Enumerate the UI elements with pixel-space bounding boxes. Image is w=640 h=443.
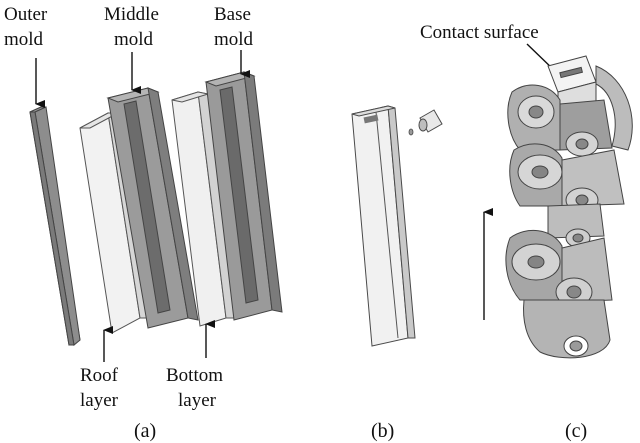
outer-mold-label-line1: Outer — [4, 4, 48, 25]
roof-layer-label-line1: Roof — [80, 365, 119, 386]
molded-finger-body — [351, 105, 416, 347]
outer-mold-label-line2: mold — [4, 29, 44, 50]
contact-surface-label: Contact surface — [420, 22, 539, 43]
middle-mold-part — [106, 87, 199, 329]
panel-b: (b) — [351, 105, 443, 442]
finger-assembly — [505, 55, 633, 359]
panel-c: Contact surface — [420, 22, 633, 442]
bottom-layer-label-line1: Bottom — [166, 365, 223, 386]
panel-a: Outer mold Middle mold Base mold Roof la… — [4, 4, 283, 442]
base-mold-label-line1: Base — [214, 4, 251, 25]
base-mold-label-line2: mold — [214, 29, 254, 50]
bottom-layer-label-line2: layer — [178, 390, 217, 411]
inlet-plug — [408, 109, 443, 136]
roof-layer-label-line2: layer — [80, 390, 119, 411]
middle-mold-label-line1: Middle — [104, 4, 159, 25]
middle-mold-label-line2: mold — [114, 29, 154, 50]
caption-b: (b) — [371, 420, 394, 442]
bottom-layer-part — [171, 91, 237, 327]
outer-mold-part — [29, 106, 81, 346]
caption-a: (a) — [134, 420, 156, 442]
caption-c: (c) — [565, 420, 587, 442]
